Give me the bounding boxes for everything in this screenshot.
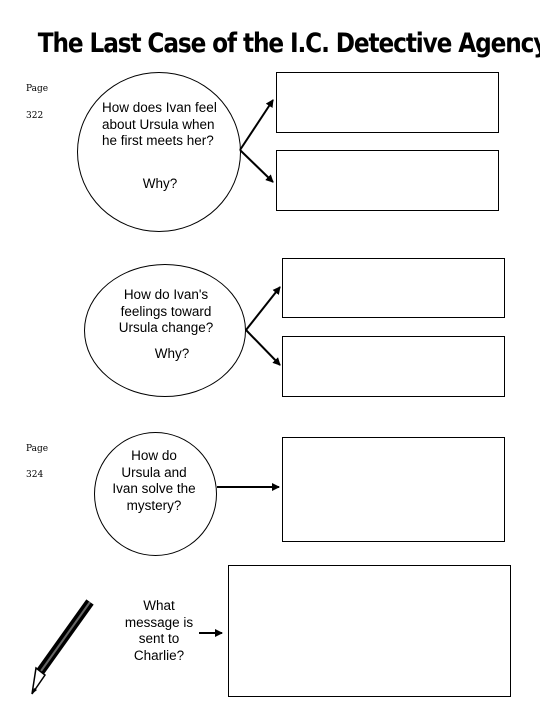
question-2-text: How do Ivan's feelings toward Ursula cha…: [118, 287, 214, 335]
answer-box-2a[interactable]: [282, 258, 505, 318]
page-number-2: 324: [26, 470, 44, 480]
page-number-1: 322: [26, 111, 44, 121]
worksheet-title: The Last Case of the I.C. Detective Agen…: [37, 28, 540, 59]
arrow-1a: [239, 99, 274, 151]
answer-box-3[interactable]: [282, 437, 505, 542]
answer-box-4[interactable]: [228, 565, 511, 697]
question-bubble-2: [84, 264, 246, 397]
arrow-2b: [245, 329, 281, 366]
arrow-1b: [239, 149, 274, 183]
answer-box-1a[interactable]: [276, 72, 499, 133]
question-3-text: How do Ursula and Ivan solve the mystery…: [112, 448, 196, 513]
question-4-text: What message is sent to Charlie?: [124, 598, 194, 663]
pencil-icon: [31, 599, 94, 695]
question-2-why: Why?: [154, 346, 190, 361]
answer-box-1b[interactable]: [276, 150, 499, 211]
answer-box-2b[interactable]: [282, 336, 505, 397]
page-label-1: Page: [26, 84, 49, 94]
question-bubble-3: [94, 432, 217, 556]
question-bubble-1: [77, 72, 241, 232]
arrow-2a: [245, 286, 281, 331]
question-1-why: Why?: [142, 176, 178, 191]
page-label-2: Page: [26, 444, 49, 454]
question-1-text: How does Ivan feel about Ursula when he …: [102, 100, 217, 148]
